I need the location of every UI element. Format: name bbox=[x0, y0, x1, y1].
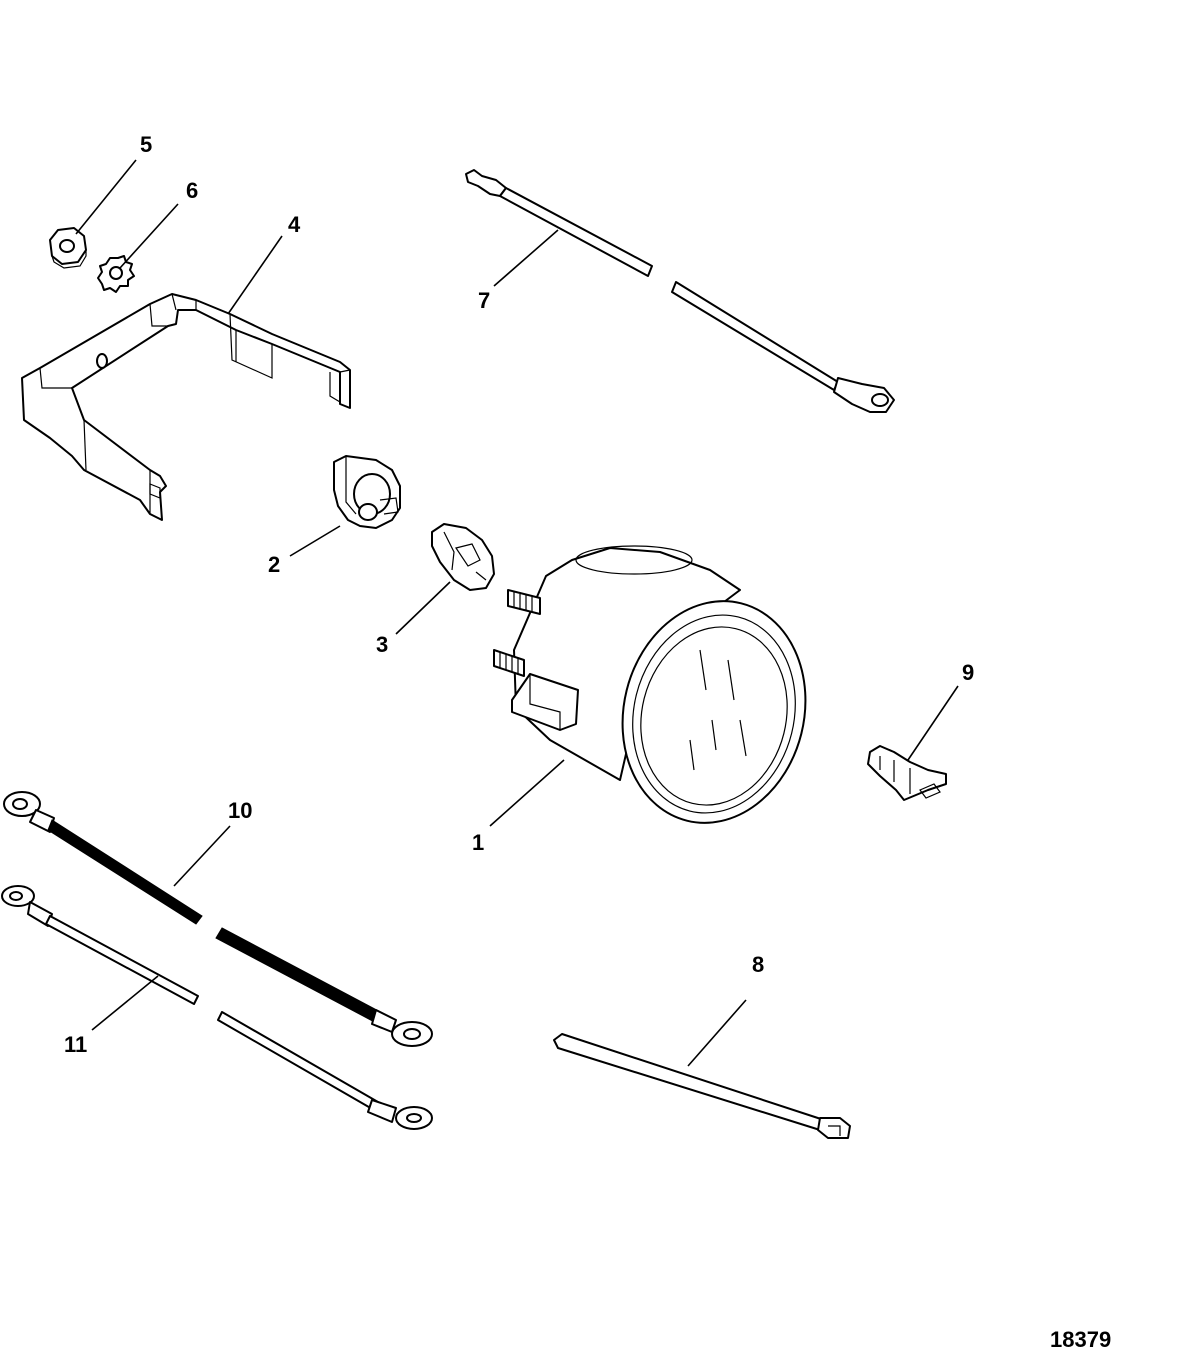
callout-2: 2 bbox=[268, 552, 280, 577]
part-1-gauge bbox=[493, 545, 807, 824]
part-8-cable-tie bbox=[553, 1033, 851, 1139]
callout-7: 7 bbox=[478, 288, 490, 313]
part-5-nut bbox=[49, 227, 87, 269]
callout-4: 4 bbox=[288, 212, 301, 237]
part-7-lead-wire bbox=[465, 169, 895, 413]
callout-1: 1 bbox=[472, 830, 484, 855]
part-9-terminal bbox=[867, 745, 947, 801]
leader-lines bbox=[75, 159, 959, 1067]
callout-9: 9 bbox=[962, 660, 974, 685]
figure-number: 18379 bbox=[1050, 1327, 1111, 1352]
part-4-mounting-bracket bbox=[21, 293, 351, 521]
part-11-lead-wire bbox=[1, 885, 433, 1130]
callout-6: 6 bbox=[186, 178, 198, 203]
part-6-lock-washer bbox=[97, 255, 135, 293]
callout-8: 8 bbox=[752, 952, 764, 977]
callout-10: 10 bbox=[228, 798, 252, 823]
part-2-bulb-socket bbox=[333, 455, 401, 529]
callout-3: 3 bbox=[376, 632, 388, 657]
part-10-heavy-lead-wire bbox=[3, 791, 433, 1047]
callout-5: 5 bbox=[140, 132, 152, 157]
callout-11: 11 bbox=[64, 1032, 87, 1057]
callouts: 1 2 3 4 5 6 7 8 9 10 11 bbox=[64, 132, 974, 1057]
part-3-bulb bbox=[431, 523, 495, 591]
